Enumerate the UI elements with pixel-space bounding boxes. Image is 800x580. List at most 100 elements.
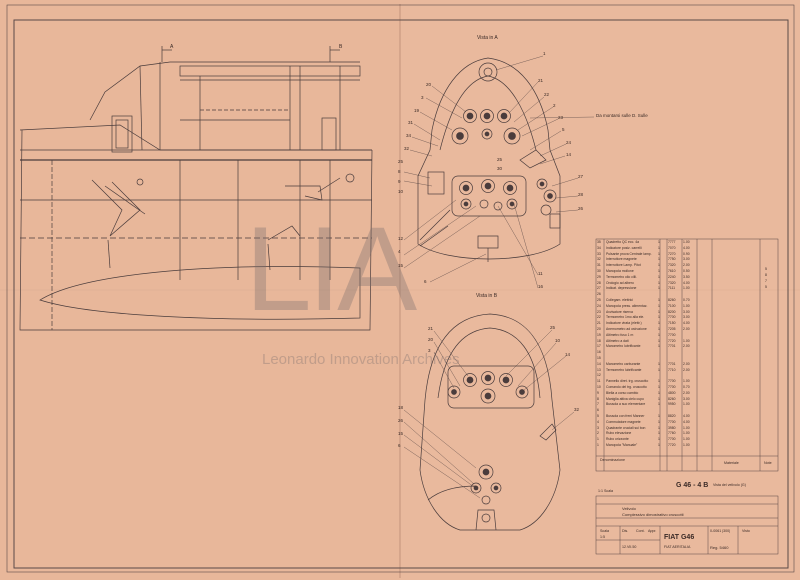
- parts-cell-n: 14: [597, 361, 601, 366]
- parts-cell-code: 7777: [668, 240, 676, 244]
- callout-11: 11: [538, 271, 543, 276]
- drawing-description: Complessivo dimostrativo cruscotti: [622, 512, 684, 517]
- right-flag-1: 5: [765, 267, 767, 271]
- callout-8: 8: [398, 169, 401, 174]
- parts-cell-v: 1.00: [683, 402, 690, 407]
- parts-cell-code: 7700: [668, 385, 676, 389]
- parts-cell-n: 3: [597, 425, 599, 430]
- parts-cell-v: 1.00: [683, 379, 690, 384]
- parts-cell-code: 7760: [668, 431, 676, 436]
- callout-b-14: 14: [565, 352, 571, 357]
- parts-cell-code: 7320: [668, 263, 676, 268]
- parts-cell-q: 1: [658, 257, 660, 262]
- parts-cell-v: 2.00: [683, 263, 690, 268]
- callout-12: 12: [398, 236, 404, 241]
- callout-1: 1: [543, 51, 546, 56]
- callout-b-6: 6: [398, 443, 401, 448]
- parts-cell-q: 1: [658, 303, 660, 308]
- parts-cell-q: 1: [658, 245, 660, 250]
- parts-cell-n: 7: [597, 402, 599, 407]
- parts-cell-v: 1.00: [683, 303, 690, 308]
- parts-cell-desc: Pulsante prova Centrale lamp.: [606, 251, 652, 256]
- parts-cell-v: 0.70: [683, 298, 690, 302]
- parts-cell-n: 11: [597, 379, 601, 384]
- parts-cell-n: 23: [597, 309, 601, 314]
- parts-cell-code: 7700: [668, 437, 676, 442]
- parts-cell-code: 7270: [668, 251, 676, 256]
- callout-28: 28: [578, 192, 584, 197]
- parts-cell-desc: Pannello diret. trg. cruscotto: [606, 379, 649, 384]
- watermark-logo: LIA: [245, 202, 417, 336]
- right-flag-4: 5: [765, 285, 767, 289]
- watermark-text: Leonardo Innovation Archives: [262, 351, 460, 368]
- callout-b-10: 10: [555, 338, 561, 343]
- callout-21: 21: [538, 78, 544, 83]
- parts-cell-code: 7720: [668, 338, 676, 343]
- callout-16: 16: [538, 284, 544, 289]
- parts-cell-code: 7610: [668, 269, 676, 273]
- mounting-note: Da montarsi sulle D. Sulle: [596, 113, 648, 118]
- parts-cell-n: 19: [597, 332, 601, 337]
- tb-visto: Visto: [742, 529, 750, 533]
- parts-cell-desc: Biella a corso cambio: [606, 390, 639, 395]
- parts-cell-v: 3.00: [683, 309, 690, 314]
- parts-cell-v: 1.00: [683, 443, 690, 447]
- parts-cell-n: 8: [597, 396, 599, 401]
- right-flag-2: 8: [765, 273, 767, 277]
- table-header-note: Note: [764, 461, 772, 465]
- right-flag-3: 7: [765, 279, 767, 283]
- sheet-code: 0-0061 |300|: [710, 529, 731, 533]
- parts-cell-code: 7710: [668, 367, 676, 372]
- parts-cell-desc: Indicatore posiz. carrelli: [606, 245, 642, 250]
- callout-b-26: 26: [398, 418, 404, 423]
- parts-cell-desc: Anemometro ad ostruzione: [606, 327, 647, 331]
- parts-cell-desc: Bussola con freni Manner: [606, 414, 645, 418]
- parts-cell-desc: Termometro 1mo alla ele.: [606, 315, 645, 320]
- callout-24: 24: [566, 140, 572, 145]
- velivolo-label: Velivolo: [622, 506, 636, 511]
- callout-32: 32: [404, 146, 410, 151]
- callout-5: 5: [562, 127, 565, 132]
- parts-cell-desc: Altimetro fuso 1 m: [606, 332, 634, 337]
- parts-cell-code: 7720: [668, 443, 676, 447]
- parts-cell-q: 1: [658, 443, 660, 447]
- parts-cell-code: 7700: [668, 379, 676, 384]
- parts-cell-n: 21: [597, 321, 601, 326]
- parts-cell-v: 2.00: [683, 344, 690, 349]
- parts-cell-q: 1: [658, 390, 660, 395]
- parts-cell-code: 7100: [668, 303, 676, 308]
- parts-cell-desc: Manopola press. alimentaz.: [606, 303, 648, 308]
- tb-scala-label: Scala: [600, 529, 609, 533]
- parts-cell-q: 1: [658, 240, 660, 244]
- parts-cell-v: 2.00: [683, 367, 690, 372]
- parts-cell-v: 0.90: [683, 251, 690, 256]
- parts-cell-q: 1: [658, 385, 660, 389]
- parts-cell-q: 1: [658, 327, 660, 331]
- parts-cell-code: 7070: [668, 245, 676, 250]
- callout-19: 19: [414, 108, 420, 113]
- table-header-denominazione: Denominazione: [600, 458, 625, 462]
- tb-appr: Appr.: [648, 529, 657, 533]
- parts-cell-n: 1: [597, 443, 599, 447]
- parts-cell-n: 28: [597, 280, 601, 285]
- parts-cell-n: 33: [597, 251, 601, 256]
- parts-cell-code: 8820: [668, 414, 676, 418]
- parts-cell-q: 1: [658, 361, 660, 366]
- callout-22: 22: [544, 92, 550, 97]
- parts-cell-code: 4800: [668, 390, 676, 395]
- parts-cell-n: 12: [597, 373, 601, 378]
